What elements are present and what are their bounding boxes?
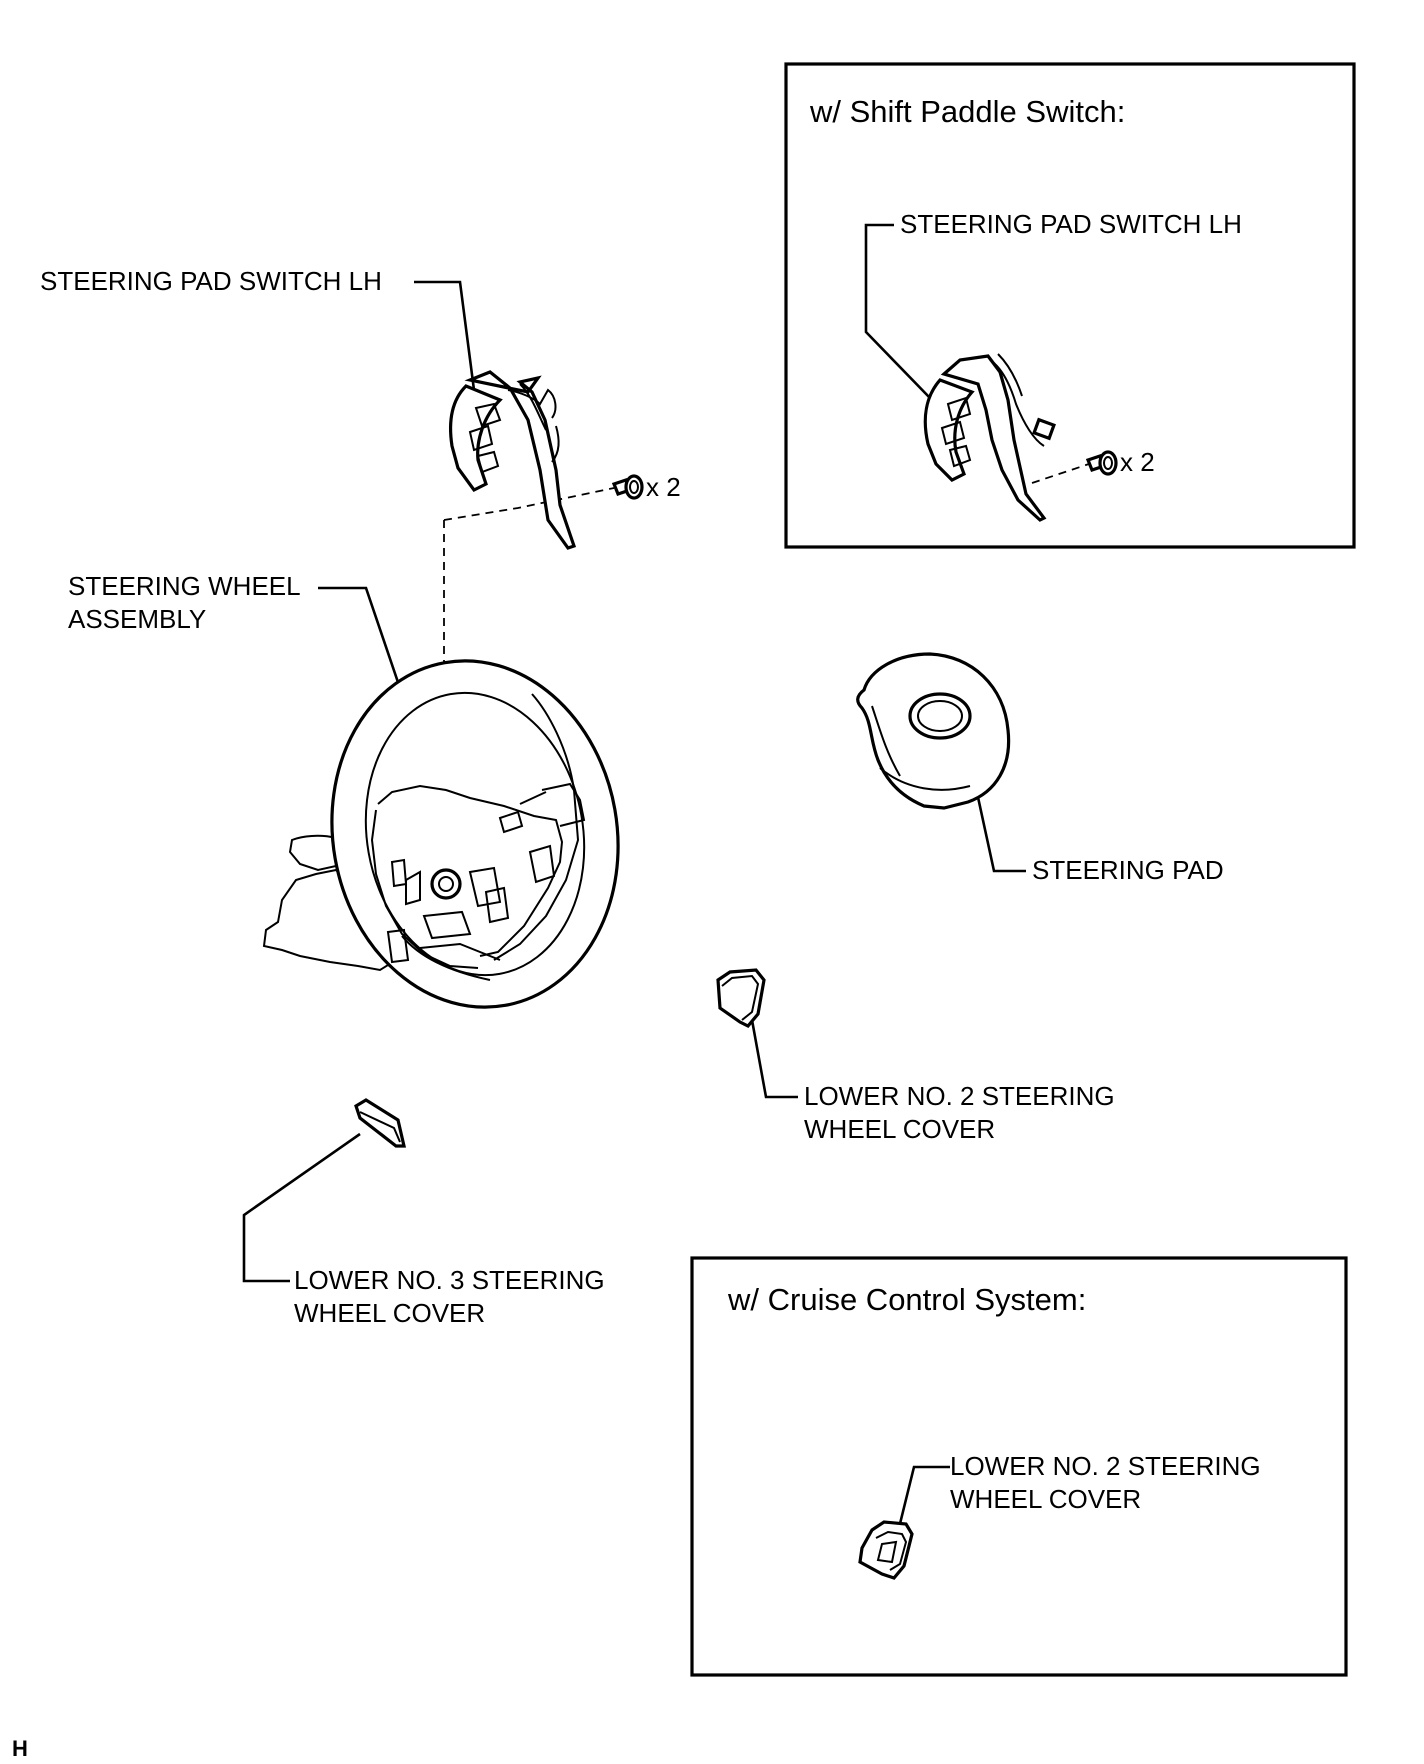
corner-mark: H — [12, 1736, 28, 1761]
lower-no3-label-line1: LOWER NO. 3 STEERING — [294, 1265, 605, 1295]
inset-bolt-icon — [1085, 450, 1118, 476]
lower-no2-label-line2: WHEEL COVER — [804, 1114, 996, 1144]
pad-switch-lh-label: STEERING PAD SWITCH LH — [40, 266, 382, 296]
wheel-assembly-label-line2: ASSEMBLY — [68, 604, 207, 634]
inset-steering-pad-switch-lh-drawing — [923, 353, 1056, 522]
inset-pad-switch-label: STEERING PAD SWITCH LH — [900, 209, 1242, 239]
lower-no2-label-line1: LOWER NO. 2 STEERING — [804, 1081, 1115, 1111]
steering-wheel-assembly-drawing — [262, 659, 620, 1009]
bolt-icon — [611, 474, 644, 500]
lower-no2-cover-drawing — [716, 968, 766, 1028]
cruise-lower-no2-cover-drawing — [858, 1520, 914, 1580]
cruise-lower-no2-label-line1: LOWER NO. 2 STEERING — [950, 1451, 1261, 1481]
steering-pad-drawing — [856, 652, 1011, 810]
lower-no3-label-line2: WHEEL COVER — [294, 1298, 486, 1328]
bolt-qty-label: x 2 — [646, 472, 681, 502]
cruise-control-inset-frame — [690, 1256, 1348, 1677]
shift-paddle-inset-title: w/ Shift Paddle Switch: — [810, 94, 1126, 129]
lower-no3-cover-drawing — [354, 1098, 407, 1148]
steering-pad-label: STEERING PAD — [1032, 855, 1224, 885]
cruise-control-inset-title: w/ Cruise Control System: — [728, 1282, 1087, 1317]
inset-bolt-qty-label: x 2 — [1120, 447, 1155, 477]
steering-pad-switch-lh-drawing — [448, 370, 577, 550]
cruise-lower-no2-label-line2: WHEEL COVER — [950, 1484, 1142, 1514]
wheel-assembly-label-line1: STEERING WHEEL — [68, 571, 301, 601]
shift-paddle-inset-frame — [784, 62, 1356, 549]
leader-lines — [242, 223, 1026, 1549]
